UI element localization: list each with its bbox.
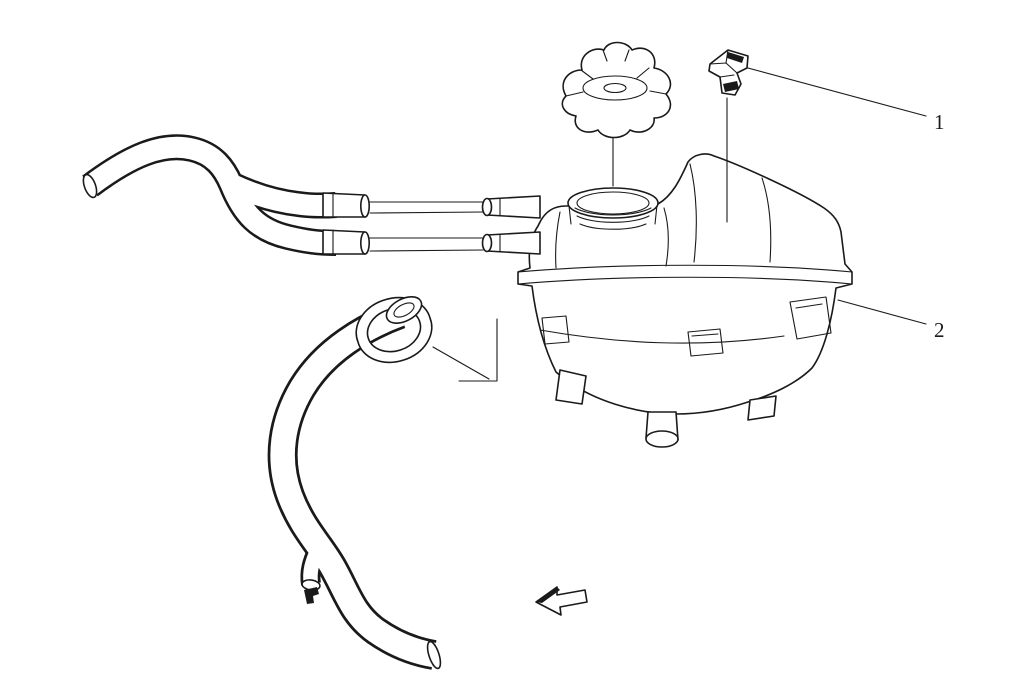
cap-knurl-lines [565, 49, 667, 97]
clip-shade-top [727, 52, 744, 63]
tank-foot-right [747, 395, 777, 421]
cap-top-face [582, 75, 648, 101]
heater-hose-cut-end [82, 173, 98, 199]
hose-connection-lines [369, 201, 484, 252]
direction-arrow-icon [535, 586, 588, 616]
surge-tank [517, 153, 853, 448]
radiator-hose [267, 296, 498, 670]
heater-hose-stub-lower-end [359, 231, 370, 255]
nipple-lower [486, 231, 541, 255]
cap-knob [561, 41, 672, 139]
nipple-upper [486, 195, 541, 219]
tank-detail-lines [517, 163, 853, 357]
tank-bottom-outlet-end [645, 430, 679, 448]
radiator-hose-branch-fill [303, 545, 325, 586]
heater-hose [82, 134, 370, 256]
radiator-hose-cut-end [426, 640, 442, 670]
callout-1-label: 1 [934, 110, 945, 134]
tank-nipples [481, 195, 541, 255]
heater-hose-stub-upper-end [359, 194, 370, 218]
radiator-hose-fill [270, 302, 437, 668]
filler-neck [567, 187, 659, 230]
connection-lines [369, 201, 484, 252]
nipple-upper-end [481, 197, 493, 217]
filler-neck-rim [567, 187, 659, 219]
heater-hose-stub-lower [322, 229, 366, 255]
retainer-clip [708, 49, 749, 223]
tank-foot-left [555, 369, 587, 405]
coolant-cap [561, 41, 672, 187]
direction-arrow-shade [536, 587, 560, 603]
radiator-hose-branch-fitting [304, 587, 319, 604]
radiator-hose-open-end-inner [393, 302, 415, 318]
surge-tank-body [517, 153, 853, 415]
callout-2: 2 [837, 299, 945, 342]
clip-shade-mid [723, 81, 739, 92]
clip-detail-lines [709, 49, 738, 78]
callout-1: 1 [747, 67, 945, 134]
hose-witness-lines [432, 318, 498, 382]
callout-1-leader-line [747, 67, 927, 117]
heater-hose-stub-upper [322, 192, 366, 218]
filler-neck-threads [574, 207, 652, 230]
nipple-lower-end [481, 233, 493, 253]
filler-neck-opening [576, 191, 650, 215]
callout-2-leader-line [837, 299, 927, 325]
cap-center-boss [603, 82, 627, 94]
callout-2-label: 2 [934, 318, 945, 342]
